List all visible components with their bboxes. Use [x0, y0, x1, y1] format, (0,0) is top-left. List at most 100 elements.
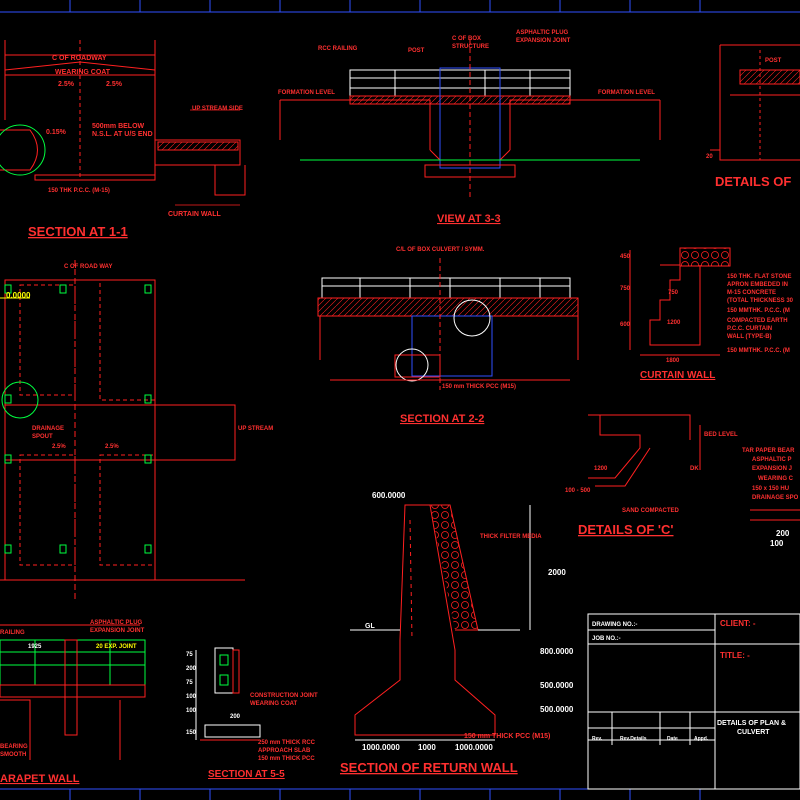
c-note-1: TAR PAPER BEAR — [742, 448, 795, 454]
curtain-note-8: WALL (TYPE-B) — [727, 334, 772, 340]
curtain-dim-3: 600 — [620, 322, 631, 328]
curtain-note-2: APRON EMBEDED IN — [727, 282, 788, 288]
title-block — [587, 613, 800, 790]
c-note-5: 150 x 150 HU — [752, 486, 789, 492]
box-cl-2: STRUCTURE — [452, 44, 489, 50]
c-dim-dk: DK — [690, 466, 699, 472]
drawing-no-label: DRAWING NO.:- — [592, 622, 637, 628]
c-dim-b: 100 — [770, 539, 784, 548]
bearing-label-1: BEARING — [0, 744, 28, 750]
below-note-2: N.S.L. AT U/S END — [92, 131, 153, 138]
return-bottom-1: 1000.0000 — [362, 743, 400, 752]
c-note-2: ASPHALTIC P — [752, 457, 792, 463]
upstream-label: UP STREAM — [238, 426, 273, 432]
curtain-note-3: M-15 CONCRETE — [727, 290, 776, 296]
plan-labels: C OF ROAD WAY 0.0000 DRAINAGE SPOUT 2.5%… — [6, 264, 273, 450]
parapet-plug-1: ASPHALTIC PLUG — [90, 620, 143, 626]
drainage-label-2: SPOUT — [32, 434, 53, 440]
curtain-note-6: COMPACTED EARTH — [727, 318, 788, 324]
upstream-side-label: UP STREAM SIDE — [192, 106, 243, 112]
details-c-labels: BED LEVEL 1200 DK 100 - 500 SAND COMPACT… — [565, 432, 799, 548]
return-height: 2000 — [548, 568, 566, 577]
asphaltic-plug-2: EXPANSION JOINT — [516, 38, 571, 44]
bed-level-label: BED LEVEL — [704, 432, 738, 438]
slope-left-label: 2.5% — [58, 81, 75, 88]
slope-right-label: 2.5% — [106, 81, 123, 88]
curtain-dim-4: 750 — [668, 290, 679, 296]
job-no-label: JOB NO.:- — [592, 636, 621, 642]
sand-compacted-label: SAND COMPACTED — [622, 508, 680, 514]
curtain-wall-title: CURTAIN WALL — [640, 370, 715, 381]
s55-dim-1: 75 — [186, 652, 193, 658]
wearing-coat-label: WEARING COAT — [55, 69, 111, 76]
c-note-4: WEARING C — [758, 476, 794, 482]
return-wall-title: SECTION OF RETURN WALL — [340, 760, 518, 775]
rev-label: Rev. — [592, 736, 603, 742]
return-wall-labels: 600.0000 THICK FILTER MEDIA 2000 GL 800.… — [340, 491, 574, 775]
coord-label: 0.0000 — [6, 291, 31, 300]
return-bottom-3: 1000.0000 — [455, 743, 493, 752]
details-top-right-labels: POST 20 DETAILS OF — [706, 58, 791, 189]
exp-joint-label: 20 EXP. JOINT — [96, 644, 137, 650]
s55-dim-3: 75 — [186, 680, 193, 686]
box-cl-1: C OF BOX — [452, 36, 481, 42]
s55-dim-4: 100 — [186, 694, 197, 700]
details-top-right — [710, 44, 800, 161]
c-dim-side: 100 - 500 — [565, 488, 591, 494]
parapet-title: ARAPET WALL — [0, 773, 80, 785]
section-1-1 — [0, 40, 246, 206]
appd-label: Appd. — [694, 736, 709, 742]
curtain-note-1: 150 THK. FLAT STONE — [727, 274, 791, 280]
section-5-5 — [195, 647, 261, 741]
roadway-cl-label: C OF ROADWAY — [52, 55, 107, 62]
section-2-2-title: SECTION AT 2-2 — [400, 413, 484, 425]
return-top-level: 600.0000 — [372, 491, 406, 500]
box-culvert-cl-label: C/L OF BOX CULVERT / SYMM. — [396, 247, 485, 253]
gl-label: GL — [365, 623, 375, 630]
rcc-slab-label-1: 250 mm THICK RCC — [258, 740, 316, 746]
section-2-2-labels: C/L OF BOX CULVERT / SYMM. 150 mm THICK … — [396, 247, 516, 425]
parapet-plug-2: EXPANSION JOINT — [90, 628, 145, 634]
return-level-3: 500.0000 — [540, 705, 574, 714]
asphaltic-plug-1: ASPHALTIC PLUG — [516, 30, 569, 36]
post-label-2: POST — [765, 58, 782, 64]
date-label: Date — [667, 736, 678, 742]
curtain-note-4: (TOTAL THICKNESS 30 — [727, 298, 794, 304]
details-title: DETAILS OF — [715, 174, 791, 189]
s55-wearing-coat: WEARING COAT — [250, 701, 298, 707]
s55-dim-2: 200 — [186, 666, 197, 672]
s55-dim-7: 150 — [186, 730, 197, 736]
details-c — [588, 414, 800, 521]
rev-details-label: Rev.Details — [620, 736, 647, 742]
curtain-wall-labels: 450 750 600 750 1200 1800 150 THK. FLAT … — [620, 254, 794, 381]
details-c-title: DETAILS OF 'C' — [578, 522, 674, 537]
return-level-2: 500.0000 — [540, 681, 574, 690]
parapet-dim: 1925 — [28, 644, 42, 650]
curtain-wall-detail — [629, 247, 731, 356]
s55-dim-6: 200 — [230, 714, 241, 720]
section-1-1-labels: C OF ROADWAY WEARING COAT 2.5% 2.5% 0.15… — [28, 55, 243, 239]
view-3-3-title: VIEW AT 3-3 — [437, 213, 501, 225]
filter-media-label: THICK FILTER MEDIA — [480, 534, 542, 540]
drainage-label-1: DRAINAGE — [32, 426, 64, 432]
curtain-note-7: P.C.C. CURTAIN — [727, 326, 772, 332]
section-2-2 — [317, 258, 579, 390]
plan-view — [0, 260, 245, 600]
curtain-dim-1: 450 — [620, 254, 631, 260]
rcc-railing-label: RCC RAILING — [318, 46, 358, 52]
formation-level-left: FORMATION LEVEL — [278, 90, 335, 96]
curtain-dim-5: 1200 — [667, 320, 681, 326]
title-label: TITLE: - — [720, 651, 750, 660]
roadway-label: C OF ROAD WAY — [64, 264, 112, 270]
return-bottom-2: 1000 — [418, 743, 436, 752]
dim-20: 20 — [706, 154, 713, 160]
c-note-6: DRAINAGE SPO — [752, 495, 799, 501]
return-level-1: 800.0000 — [540, 647, 574, 656]
parapet-wall — [0, 624, 146, 760]
curtain-dim-6: 1800 — [666, 358, 680, 364]
desc-line-1: DETAILS OF PLAN & — [717, 720, 786, 727]
title-block-labels: DRAWING NO.:- JOB NO.:- CLIENT: - TITLE:… — [592, 619, 786, 742]
section-1-1-title: SECTION AT 1-1 — [28, 224, 128, 239]
client-label: CLIENT: - — [720, 619, 756, 628]
